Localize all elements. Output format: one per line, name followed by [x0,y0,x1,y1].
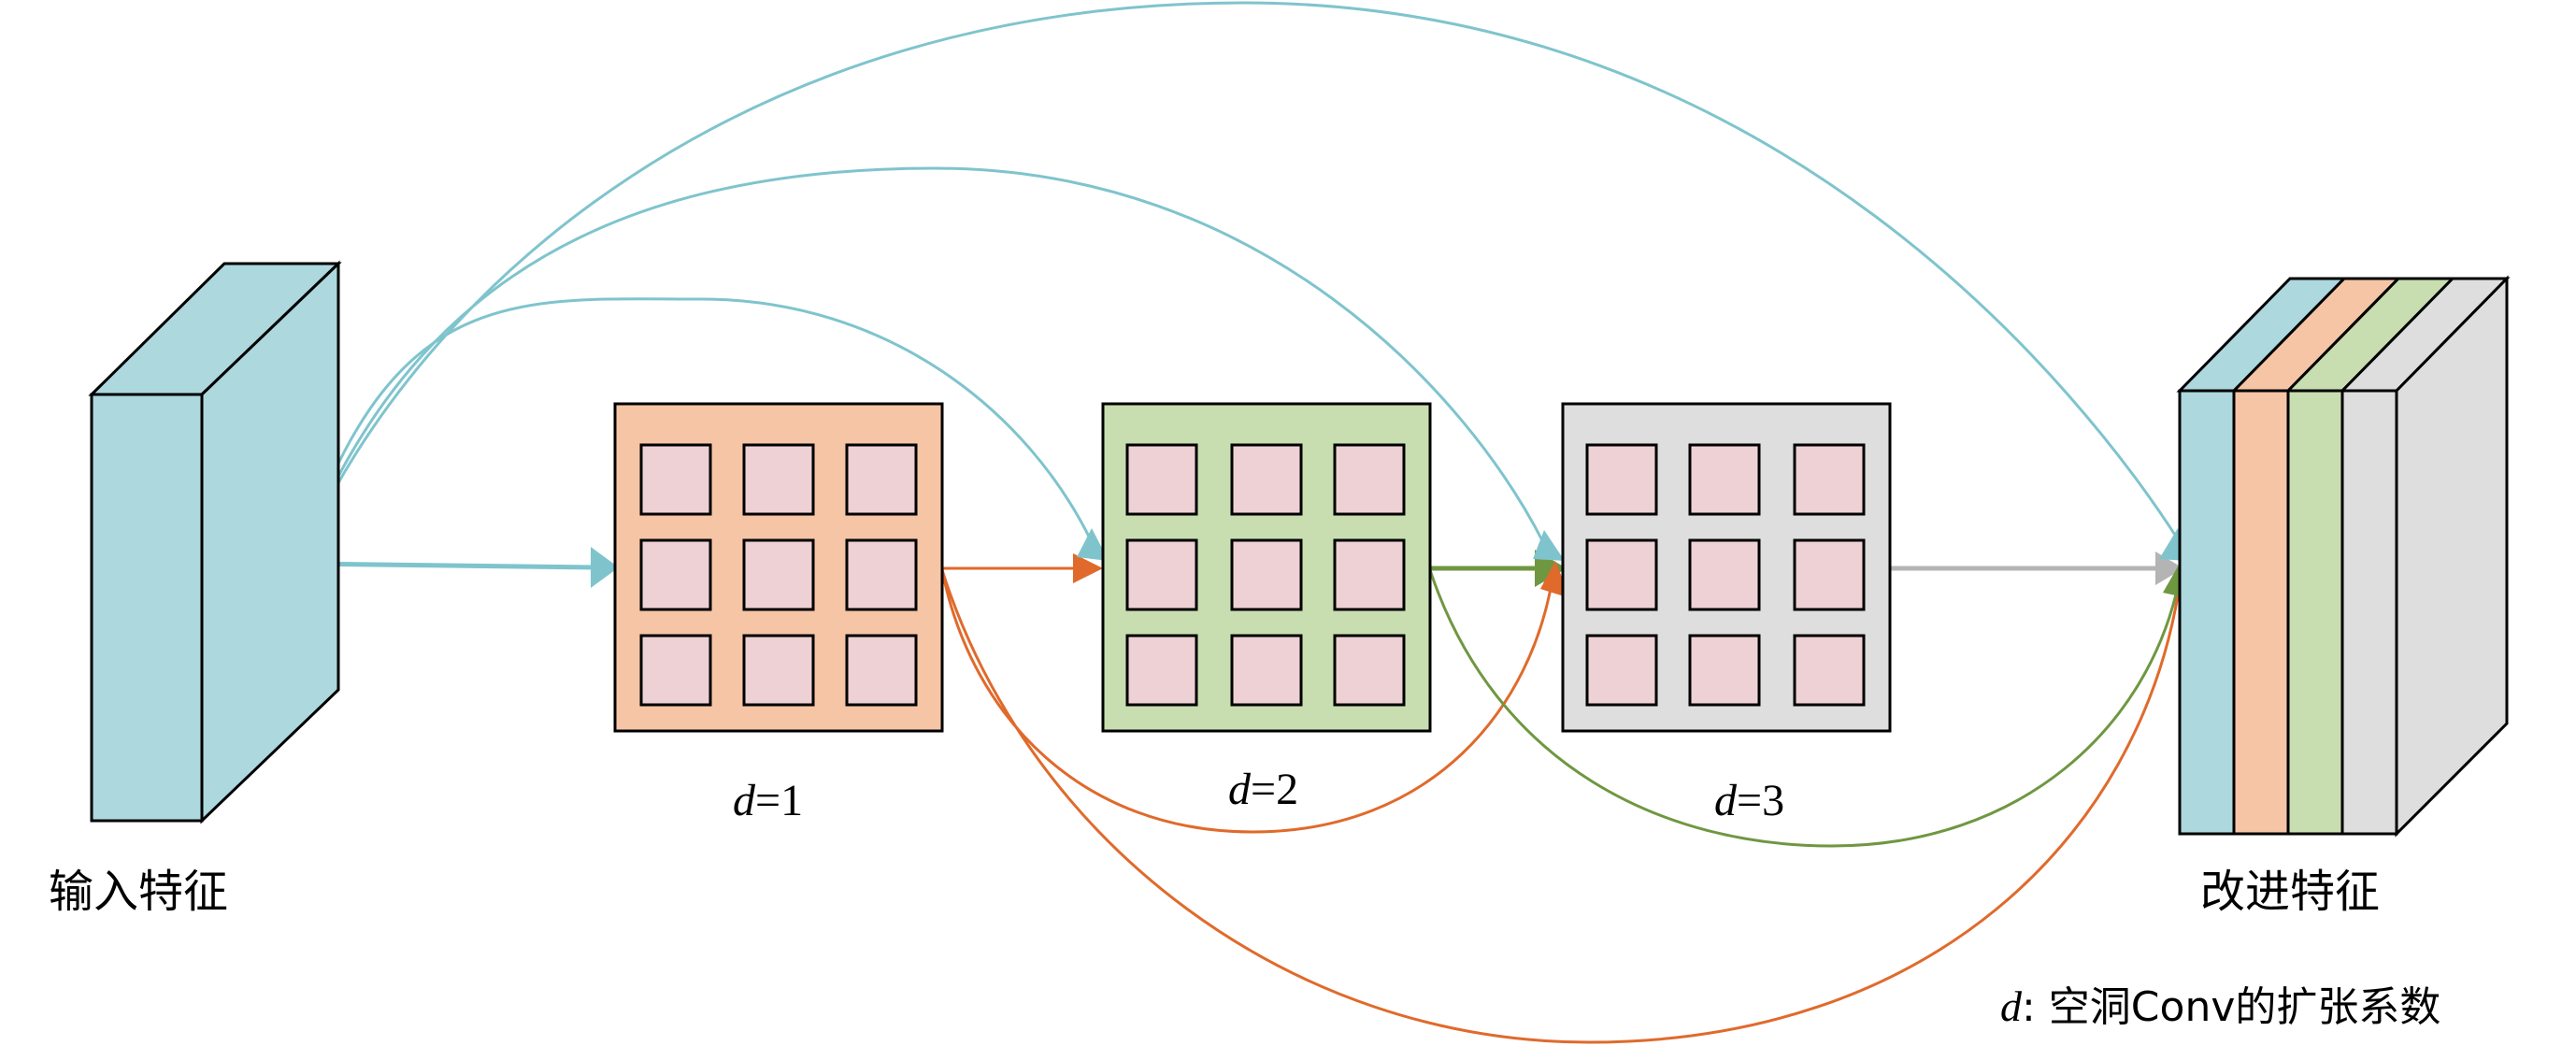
arrow-to-d2 [1073,553,1103,583]
slice-green [2286,389,2344,836]
arc-input-to-d2 [297,297,1094,562]
arc-input-to-output [297,1,2182,562]
arc-d2-to-output [1428,569,2182,848]
label-d1: d=1 [733,776,803,825]
dilation-block-d3 [1561,402,1892,733]
slice-gray [2340,389,2398,836]
line-input-to-d1-main [300,561,599,570]
kernel-grid-d3 [1585,443,1866,707]
kernel-grid-d2 [1125,443,1406,707]
slice-cyan [2178,389,2236,836]
arc-d1-to-d3 [940,569,1555,834]
arc-input-to-d3 [297,166,1546,562]
input-feature-block [88,260,342,824]
arrow-to-output-gray [2155,552,2183,585]
arc-d1-to-output [940,569,2182,1044]
output-feature-block [2176,275,2511,838]
label-d2: d=2 [1228,765,1298,814]
kernel-grid-d1 [639,443,918,707]
label-d3: d=3 [1714,776,1784,825]
legend-note: d: 空洞Conv的扩张系数 [2000,982,2440,1031]
arrowhead-cyan-d3 [1533,530,1565,561]
slice-orange [2232,389,2290,836]
input-feature-label: 输入特征 [49,866,228,918]
dilation-block-d1 [613,402,944,733]
output-feature-label: 改进特征 [2200,866,2380,918]
arrow-to-d1 [591,547,619,588]
arrowhead-cyan-d2 [1077,528,1109,561]
dilation-block-d2 [1101,402,1432,733]
